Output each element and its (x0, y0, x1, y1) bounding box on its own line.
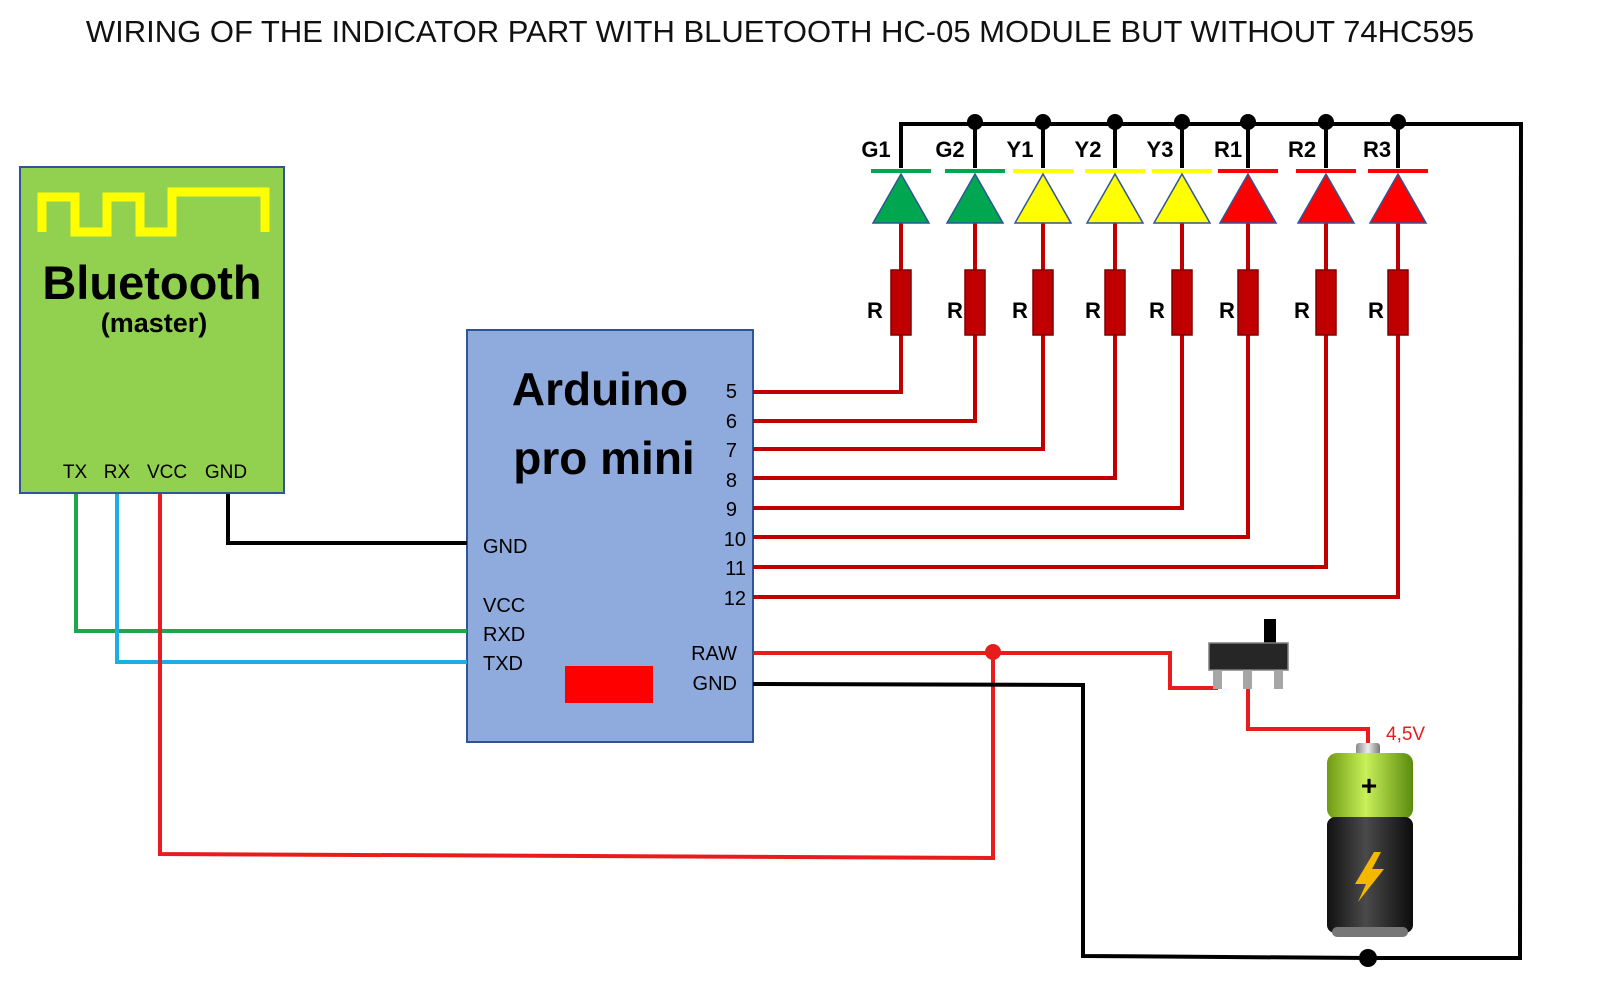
led-g1 (871, 172, 931, 224)
bluetooth-module: Bluetooth (master) TX RX VCC GND (19, 166, 285, 494)
led-r3 (1368, 172, 1428, 224)
led-array: R G1R G2R Y1R Y2R Y3R R1R R2R R3 (753, 114, 1428, 599)
led-r1 (1218, 172, 1278, 224)
wire-switch-battery (1246, 688, 1370, 748)
wire-rx-txd (115, 494, 467, 664)
resistor-r3 (1387, 269, 1409, 336)
wire-pin-r2 (753, 335, 1328, 569)
led-y2 (1085, 172, 1145, 224)
led-label-y2: Y2 (1075, 137, 1102, 162)
bluetooth-pin-gnd: GND (205, 462, 247, 483)
slide-switch (1208, 619, 1289, 689)
wire-pin-g2 (753, 335, 977, 423)
wire-tx-rxd (74, 494, 467, 633)
battery: + 4,5V (1327, 724, 1425, 937)
arduino-board: Arduino pro mini GND VCC RXD TXD 5 6 7 8… (466, 329, 754, 743)
diagram-title: WIRING OF THE INDICATOR PART WITH BLUETO… (85, 14, 1475, 49)
resistor-label-y2: R (1085, 298, 1101, 323)
resistor-g1 (890, 269, 912, 336)
arduino-name-line1: Arduino (512, 363, 688, 415)
wire-pin-y1 (753, 335, 1045, 451)
wire-raw (753, 651, 1218, 690)
led-label-r3: R3 (1363, 137, 1391, 162)
battery-plus-label: + (1361, 770, 1377, 801)
resistor-r2 (1315, 269, 1337, 336)
resistor-y1 (1032, 269, 1054, 336)
junction-bus-y1 (1035, 114, 1051, 130)
arduino-pin-rxd: RXD (483, 624, 525, 646)
led-r2 (1296, 172, 1356, 224)
led-y1 (1013, 172, 1073, 224)
bluetooth-pin-rx: RX (104, 462, 131, 483)
resistor-label-g1: R (867, 298, 883, 323)
led-label-r2: R2 (1288, 137, 1316, 162)
arduino-pin-9: 9 (726, 499, 737, 521)
resistor-label-r2: R (1294, 298, 1310, 323)
junction-raw-vcc (985, 644, 1001, 660)
resistor-y2 (1104, 269, 1126, 336)
junction-bus-r1 (1240, 114, 1256, 130)
bluetooth-wires (74, 494, 995, 861)
bluetooth-name: Bluetooth (42, 256, 261, 309)
junction-battery-neg (1359, 949, 1377, 967)
resistor-r1 (1237, 269, 1259, 336)
arduino-pin-txd: TXD (483, 653, 523, 675)
battery-voltage: 4,5V (1386, 724, 1425, 745)
led-label-y3: Y3 (1147, 137, 1174, 162)
arduino-pin-gnd2: GND (693, 673, 737, 695)
bluetooth-signal-icon (37, 187, 270, 237)
wire-pin-y3 (753, 335, 1184, 510)
bluetooth-pin-tx: TX (63, 462, 88, 483)
wire-pin-g1 (753, 335, 903, 394)
junction-bus-r3 (1390, 114, 1406, 130)
arduino-pin-10: 10 (724, 529, 746, 551)
led-label-g1: G1 (861, 137, 890, 162)
led-label-r1: R1 (1214, 137, 1242, 162)
resistor-y3 (1171, 269, 1193, 336)
arduino-pin-vcc: VCC (483, 595, 525, 617)
arduino-pin-gnd: GND (483, 536, 527, 558)
led-g2 (945, 172, 1005, 224)
resistor-label-y3: R (1149, 298, 1165, 323)
arduino-name-line2: pro mini (513, 432, 694, 484)
bluetooth-pin-vcc: VCC (147, 462, 187, 483)
led-label-g2: G2 (935, 137, 964, 162)
resistor-label-g2: R (947, 298, 963, 323)
wire-pin-r3 (753, 335, 1400, 599)
arduino-pin-11: 11 (725, 558, 746, 580)
junction-bus-r2 (1318, 114, 1334, 130)
bluetooth-board (19, 166, 285, 494)
arduino-pin-raw: RAW (691, 643, 737, 665)
wire-pin-y2 (753, 335, 1117, 480)
led-label-y1: Y1 (1007, 137, 1034, 162)
junction-bus-g2 (967, 114, 983, 130)
resistor-label-y1: R (1012, 298, 1028, 323)
arduino-pin-5: 5 (726, 381, 737, 403)
junction-bus-y2 (1107, 114, 1123, 130)
arduino-pin-12: 12 (724, 588, 746, 610)
bluetooth-role: (master) (101, 308, 208, 338)
junction-bus-y3 (1174, 114, 1190, 130)
arduino-pin-6: 6 (726, 411, 737, 433)
arduino-pin-8: 8 (726, 470, 737, 492)
resistor-label-r3: R (1368, 298, 1384, 323)
lightning-bolt-icon (1355, 852, 1384, 902)
arduino-led-block (565, 666, 653, 703)
resistor-label-r1: R (1219, 298, 1235, 323)
arduino-pin-7: 7 (726, 440, 737, 462)
wire-pin-r1 (753, 335, 1250, 539)
resistor-g2 (964, 269, 986, 336)
wire-vcc (158, 494, 995, 861)
wire-gnd-battery (752, 682, 1369, 960)
wire-gnd-bt (226, 494, 467, 545)
led-y3 (1152, 172, 1212, 224)
